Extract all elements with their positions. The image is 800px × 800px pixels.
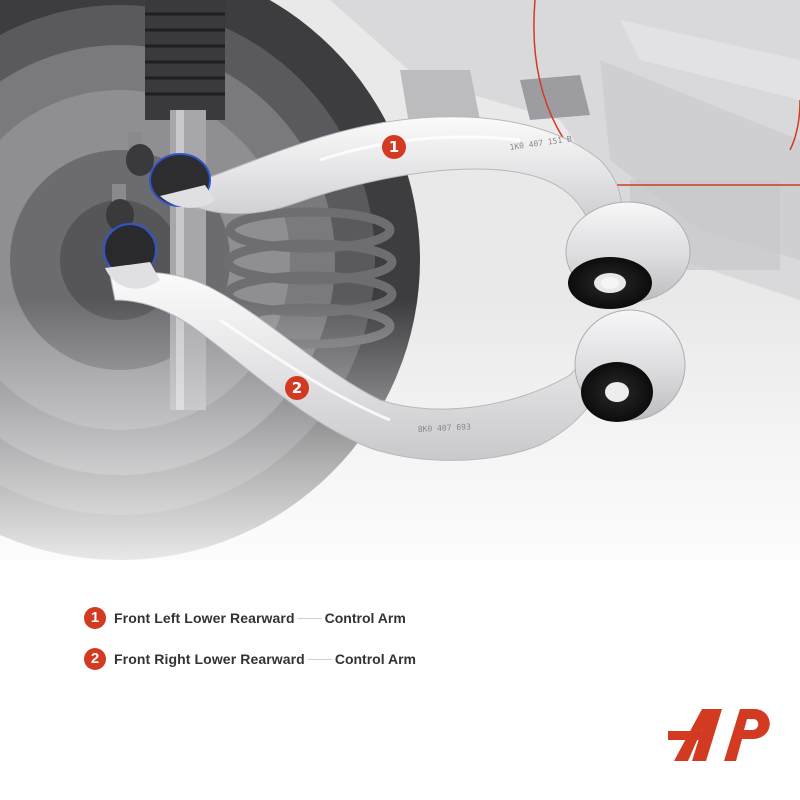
number-badge: 1 [84, 607, 106, 629]
legend-item-2: 2 Front Right Lower Rearward Control Arm [84, 647, 504, 671]
divider-line [297, 617, 322, 619]
legend-item-1: 1 Front Left Lower Rearward Control Arm [84, 606, 504, 630]
number-badge: 2 [84, 648, 106, 670]
part-type: Control Arm [324, 610, 406, 626]
a-premium-logo-icon [668, 709, 770, 761]
svg-text:1: 1 [389, 138, 399, 156]
parts-legend: 1 Front Left Lower Rearward Control Arm … [84, 606, 504, 688]
photo-marker-2: 2 [285, 376, 309, 400]
part-type: Control Arm [334, 651, 416, 667]
svg-text:8K0 407 693: 8K0 407 693 [418, 422, 472, 434]
photo-marker-1: 1 [382, 135, 406, 159]
part-name: Front Right Lower Rearward [114, 651, 305, 667]
divider-line [307, 658, 332, 660]
part-name: Front Left Lower Rearward [114, 610, 295, 626]
svg-text:2: 2 [292, 379, 302, 397]
